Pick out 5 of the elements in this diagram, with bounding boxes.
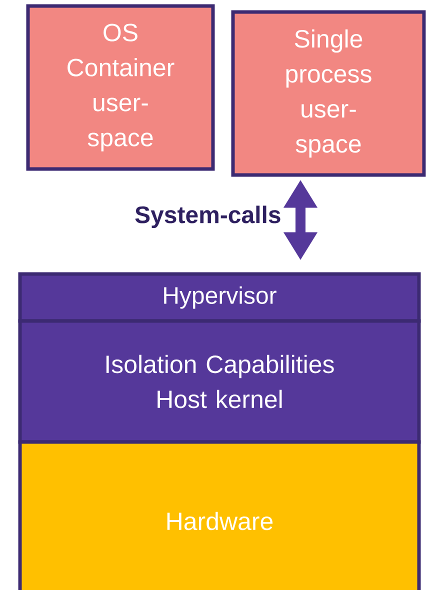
edge-label: System-calls	[135, 206, 280, 228]
container-box: OS Container user-space	[26, 4, 215, 171]
layer-band: Hardware	[18, 440, 421, 590]
process-box: Single process user-space	[231, 10, 426, 177]
layer-band: Hypervisor	[18, 272, 421, 323]
